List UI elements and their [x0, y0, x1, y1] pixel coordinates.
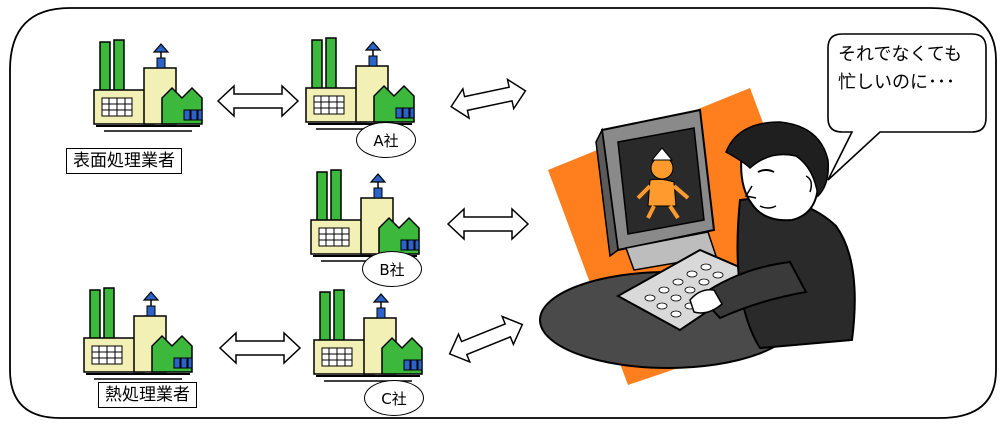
speech-line-2: 忙しいのに･･･: [838, 72, 955, 93]
label-company-a: A社: [356, 122, 416, 158]
speech-bubble: [827, 33, 987, 181]
label-company-c: C社: [364, 380, 424, 416]
label-heat-treatment: 熱処理業者: [98, 382, 197, 408]
label-surface-treatment: 表面処理業者: [66, 148, 182, 174]
speech-line-1: それでなくても: [838, 44, 963, 65]
label-company-b: B社: [362, 251, 422, 287]
computer-user-illustration: [539, 108, 856, 369]
